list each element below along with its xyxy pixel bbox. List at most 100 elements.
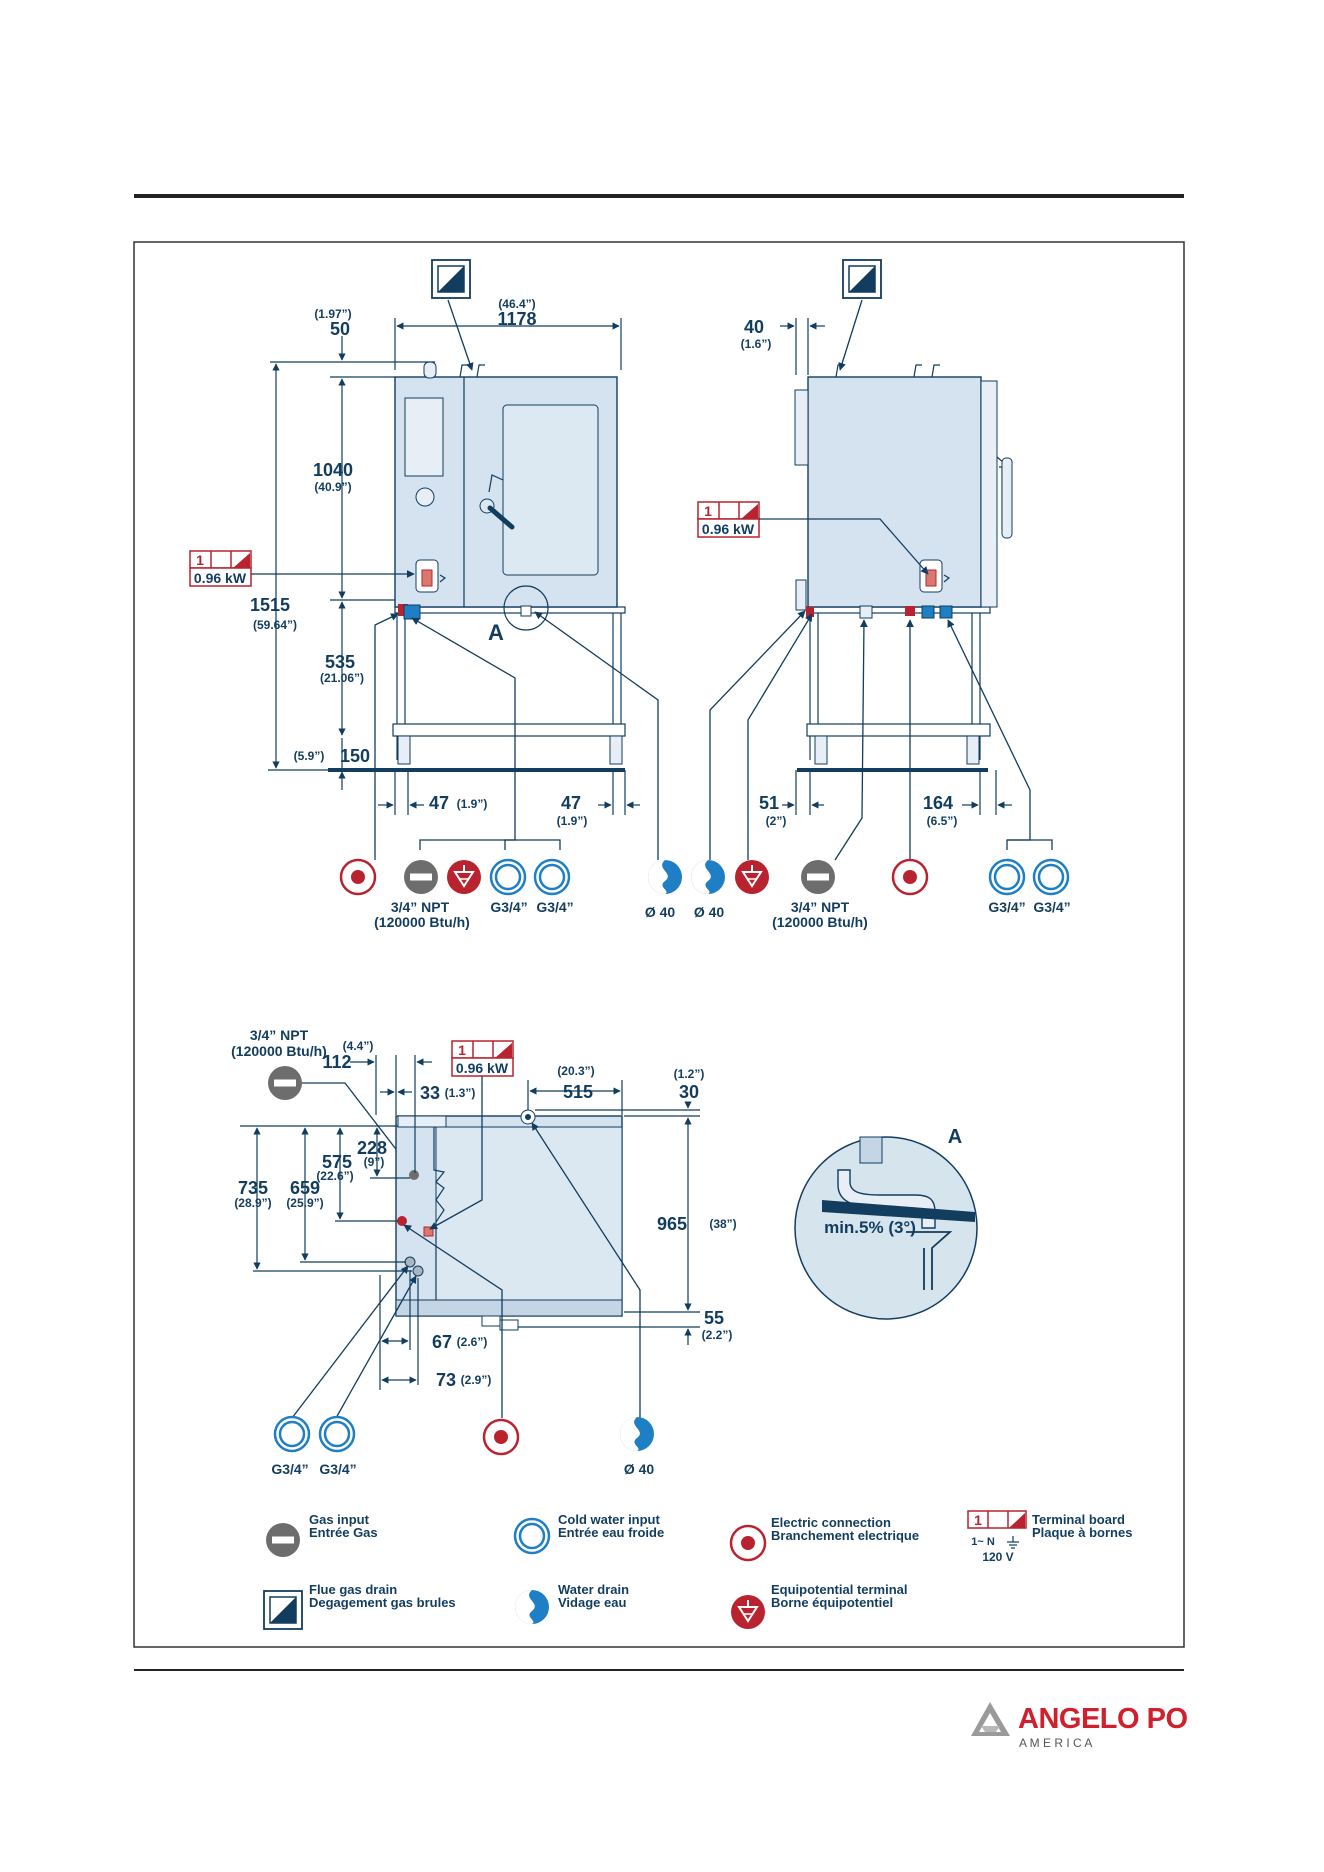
svg-text:G3/4”: G3/4”	[1033, 899, 1070, 915]
dim-228-mm: 228	[357, 1138, 387, 1158]
width-mm: 1178	[497, 309, 536, 329]
legend: Gas input Entrée Gas Cold water input En…	[263, 1510, 1132, 1630]
equipotential-terminal-icon	[446, 859, 482, 895]
svg-text:0.96 kW: 0.96 kW	[702, 521, 755, 537]
svg-text:Electric connection: Electric connection	[771, 1515, 891, 1530]
front-view: A (46.4”) 1178 (1.97”) 50 1040 (40.9”) 1…	[189, 259, 682, 930]
dim-228-in: (9”)	[364, 1155, 385, 1169]
terminal-label-side: 1 0.96 kW	[697, 501, 760, 538]
dim-30-in: (1.2”)	[674, 1067, 705, 1081]
svg-text:(120000 Btu/h): (120000 Btu/h)	[231, 1043, 327, 1059]
svg-text:3/4” NPT: 3/4” NPT	[250, 1027, 309, 1043]
water-drain-icon	[691, 860, 725, 894]
svg-text:120 V: 120 V	[982, 1550, 1013, 1564]
svg-text:Water drain: Water drain	[558, 1582, 629, 1597]
top-offset-mm: 50	[330, 319, 350, 339]
svg-text:G3/4”: G3/4”	[490, 899, 527, 915]
brand-logo: ANGELO PO A M E R I C A	[971, 1702, 1188, 1750]
terminal-label-top: 1 0.96 kW	[451, 1040, 514, 1077]
svg-text:1: 1	[196, 552, 204, 568]
svg-text:Ø 40: Ø 40	[645, 904, 676, 920]
cold-water-input-icon	[988, 858, 1026, 896]
gas-input-icon	[404, 860, 438, 894]
svg-text:1: 1	[458, 1042, 466, 1058]
dim-735-mm: 735	[238, 1178, 268, 1198]
water-drain-icon	[648, 860, 682, 894]
gas-input-icon	[268, 1066, 302, 1100]
svg-text:1~ N: 1~ N	[971, 1536, 995, 1548]
logo-mark-icon	[971, 1702, 1010, 1736]
flue-gas-drain-icon	[263, 1590, 303, 1630]
side-right-offset-mm: 164	[923, 793, 953, 813]
svg-text:Cold water input: Cold water input	[558, 1512, 661, 1527]
dim-55-mm: 55	[704, 1308, 724, 1328]
svg-text:3/4” NPT: 3/4” NPT	[391, 899, 450, 915]
svg-text:0.96 kW: 0.96 kW	[456, 1060, 509, 1076]
side-offset-in: (1.6”)	[741, 337, 772, 351]
dim-659-mm: 659	[290, 1178, 320, 1198]
stand-height-mm: 535	[325, 652, 355, 672]
svg-text:Entrée Gas: Entrée Gas	[309, 1525, 378, 1540]
left-offset-mm: 47	[429, 793, 449, 813]
dim-112-in: (4.4”)	[343, 1039, 374, 1053]
side-left-offset-in: (2”)	[766, 814, 787, 828]
svg-text:Equipotential terminal: Equipotential terminal	[771, 1582, 908, 1597]
drawing-frame	[133, 241, 1185, 1648]
side-right-offset-in: (6.5”)	[927, 814, 958, 828]
dim-112-mm: 112	[322, 1052, 351, 1072]
width-in: (46.4”)	[498, 297, 535, 311]
terminal-label-front: 1 0.96 kW	[189, 550, 252, 587]
header-rule	[134, 194, 1184, 198]
svg-text:Entrée eau froide: Entrée eau froide	[558, 1525, 664, 1540]
gas-input-icon	[801, 860, 835, 894]
svg-text:Ø 40: Ø 40	[624, 1461, 655, 1477]
right-offset-in: (1.9”)	[557, 814, 588, 828]
svg-text:G3/4”: G3/4”	[271, 1461, 308, 1477]
svg-text:Branchement electrique: Branchement electrique	[771, 1528, 919, 1543]
flue-icon	[431, 259, 471, 299]
total-height-mm: 1515	[250, 595, 290, 615]
svg-text:1: 1	[974, 1512, 982, 1528]
dim-67-mm: 67	[432, 1332, 452, 1352]
cold-water-input-icon	[1032, 858, 1070, 896]
dim-515-in: (20.3”)	[557, 1064, 594, 1078]
detail-a-marker: A	[948, 1126, 962, 1148]
svg-text:3/4” NPT: 3/4” NPT	[791, 899, 850, 915]
top-view: 3/4” NPT (120000 Btu/h) 112 (4.4”) 33 (1…	[231, 1027, 737, 1477]
svg-text:Borne équipotentiel: Borne équipotentiel	[771, 1595, 893, 1610]
svg-text:G3/4”: G3/4”	[536, 899, 573, 915]
water-drain-icon	[620, 1417, 654, 1451]
gas-input-icon	[266, 1523, 300, 1557]
side-left-offset-mm: 51	[759, 793, 779, 813]
electric-connection-icon	[891, 858, 929, 896]
side-offset-mm: 40	[744, 317, 764, 337]
shelf-height-mm: 150	[340, 746, 370, 766]
cold-water-input-icon	[533, 858, 571, 896]
total-height-in: (59.64”)	[253, 618, 297, 632]
svg-text:G3/4”: G3/4”	[988, 899, 1025, 915]
dim-965-mm: 965	[657, 1214, 687, 1234]
svg-text:Degagement gas brules: Degagement gas brules	[309, 1595, 456, 1610]
body-height-mm: 1040	[313, 460, 353, 480]
cold-water-input-icon	[489, 858, 527, 896]
ground-icon	[1007, 1536, 1019, 1549]
shelf-height-in: (5.9”)	[294, 749, 325, 763]
dim-73-mm: 73	[436, 1370, 456, 1390]
right-offset-mm: 47	[561, 793, 581, 813]
terminal-board-icon: 1	[967, 1510, 1027, 1529]
detail-a: A min.5% (3°)	[794, 1126, 978, 1320]
dim-30-mm: 30	[679, 1082, 699, 1102]
dim-965-in: (38”)	[709, 1217, 736, 1231]
dim-33-mm: 33	[420, 1083, 440, 1103]
svg-text:Plaque à bornes: Plaque à bornes	[1032, 1525, 1132, 1540]
dim-55-in: (2.2”)	[702, 1328, 733, 1342]
dim-67-in: (2.6”)	[457, 1335, 488, 1349]
electric-connection-icon	[339, 858, 377, 896]
cold-water-input-icon	[273, 1415, 311, 1453]
detail-marker-a: A	[488, 620, 504, 645]
slope-label: min.5% (3°)	[824, 1218, 916, 1237]
cold-water-input-icon	[318, 1415, 356, 1453]
brand-subtitle: A M E R I C A	[1019, 1736, 1092, 1750]
flue-icon	[842, 259, 882, 299]
